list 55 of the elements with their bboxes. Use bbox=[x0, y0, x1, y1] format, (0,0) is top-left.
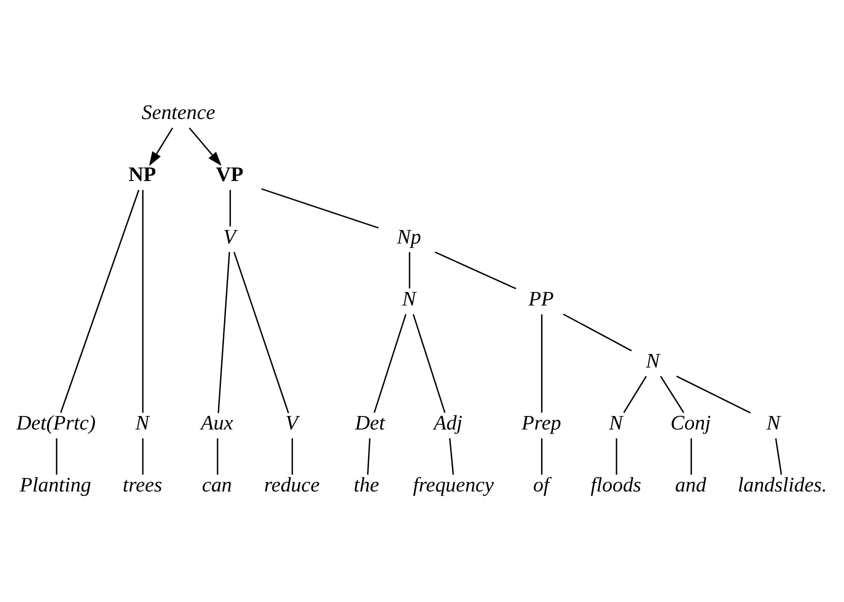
connector bbox=[366, 438, 370, 474]
connector bbox=[774, 438, 782, 474]
node-text: VP bbox=[215, 164, 243, 186]
node-text: the bbox=[353, 474, 379, 496]
connector bbox=[373, 314, 406, 412]
node-text: N bbox=[645, 350, 660, 372]
connector bbox=[55, 438, 57, 474]
connector bbox=[434, 250, 516, 289]
connector bbox=[562, 313, 632, 351]
arrow bbox=[188, 126, 221, 166]
node-text: reduce bbox=[264, 474, 320, 496]
connector bbox=[690, 438, 692, 474]
connector bbox=[412, 314, 446, 412]
node-text: Det bbox=[354, 412, 384, 434]
node-text: trees bbox=[122, 474, 162, 496]
node-text: NP bbox=[128, 164, 156, 186]
connector bbox=[142, 438, 144, 474]
node-text: N bbox=[134, 412, 149, 434]
connector bbox=[142, 190, 144, 412]
node-text: V bbox=[222, 226, 236, 248]
node-text: landslides. bbox=[737, 474, 826, 496]
connector bbox=[291, 438, 292, 474]
node-text: frequency bbox=[412, 474, 494, 496]
arrow bbox=[148, 127, 173, 166]
connector bbox=[260, 188, 378, 228]
connector bbox=[216, 438, 218, 474]
connector bbox=[232, 251, 289, 413]
node-text: Prep bbox=[521, 412, 561, 434]
connector bbox=[676, 375, 750, 413]
connector bbox=[540, 438, 542, 474]
node-text: N bbox=[766, 412, 780, 434]
node-text: Conj bbox=[670, 412, 710, 434]
node-text: Planting bbox=[19, 474, 91, 496]
connector bbox=[408, 252, 410, 288]
node-text: Adj bbox=[433, 412, 462, 434]
node-text: Sentence bbox=[141, 102, 215, 124]
connector bbox=[60, 189, 139, 412]
connector bbox=[622, 375, 646, 412]
node-text: Np bbox=[396, 226, 421, 248]
connector bbox=[229, 190, 230, 226]
node-text: Aux bbox=[200, 412, 233, 434]
node-text: floods bbox=[590, 474, 641, 496]
connector bbox=[540, 314, 542, 412]
node-text: N bbox=[608, 412, 622, 434]
node-text: N bbox=[402, 288, 416, 310]
connector bbox=[217, 252, 230, 413]
connector bbox=[660, 375, 684, 412]
connector bbox=[615, 438, 617, 474]
node-text: V bbox=[284, 412, 298, 434]
node-text: of bbox=[532, 474, 549, 496]
node-text: and bbox=[674, 474, 706, 496]
node-text: Det(Prtc) bbox=[16, 412, 96, 434]
connector bbox=[448, 438, 454, 474]
node-text: PP bbox=[528, 288, 554, 310]
node-text: can bbox=[202, 474, 232, 496]
